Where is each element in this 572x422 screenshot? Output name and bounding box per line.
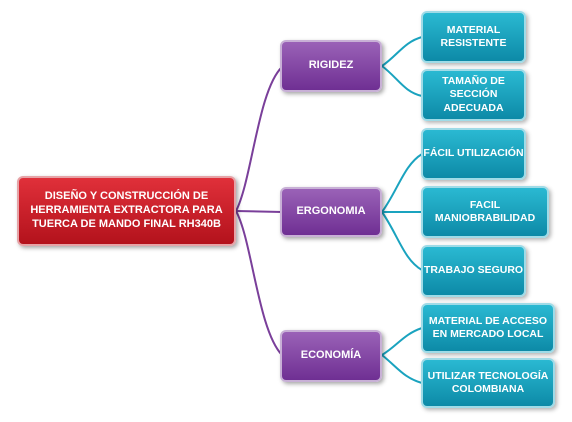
connector-root-economia xyxy=(235,210,283,356)
leaf-label: TAMAÑO DE SECCIÓN ADECUADA xyxy=(442,75,505,114)
leaf-facil-maniobrabilidad: FACIL MANIOBRABILIDAD xyxy=(421,186,549,238)
category-node-rigidez: RIGIDEZ xyxy=(280,40,382,92)
leaf-label: MATERIAL DE ACCESO EN MERCADO LOCAL xyxy=(428,314,548,340)
leaf-label: UTILIZAR TECNOLOGÍA COLOMBIANA xyxy=(427,369,549,395)
connector-root-ergonomia xyxy=(235,210,283,213)
leaf-label: FÁCIL UTILIZACIÓN xyxy=(423,147,524,160)
connector-ergonomia-leaf-1 xyxy=(381,153,423,213)
leaf-tecnologia-colombiana: UTILIZAR TECNOLOGÍA COLOMBIANA xyxy=(421,358,555,408)
leaf-trabajo-seguro: TRABAJO SEGURO xyxy=(421,245,526,297)
category-label-ergonomia: ERGONOMIA xyxy=(296,205,366,218)
leaf-tamano-seccion: TAMAÑO DE SECCIÓN ADECUADA xyxy=(421,69,526,121)
category-node-ergonomia: ERGONOMIA xyxy=(280,187,382,237)
leaf-material-resistente: MATERIAL RESISTENTE xyxy=(421,11,526,63)
leaf-facil-utilizacion: FÁCIL UTILIZACIÓN xyxy=(421,128,526,180)
connector-rigidez-leaf-2 xyxy=(381,65,423,97)
category-label-economia: ECONOMÍA xyxy=(300,349,362,362)
root-node-label: DISEÑO Y CONSTRUCCIÓN DE HERRAMIENTA EXT… xyxy=(30,190,223,230)
category-label-rigidez: RIGIDEZ xyxy=(308,59,354,72)
connector-ergonomia-leaf-3 xyxy=(381,211,423,271)
connector-economia-leaf-2 xyxy=(381,354,423,384)
leaf-material-mercado-local: MATERIAL DE ACCESO EN MERCADO LOCAL xyxy=(421,303,555,353)
category-node-economia: ECONOMÍA xyxy=(280,330,382,382)
root-node: DISEÑO Y CONSTRUCCIÓN DE HERRAMIENTA EXT… xyxy=(17,176,236,246)
connector-economia-leaf-1 xyxy=(381,327,423,356)
connector-root-rigidez xyxy=(235,66,283,212)
leaf-label: TRABAJO SEGURO xyxy=(423,264,524,277)
connector-rigidez-leaf-1 xyxy=(381,36,423,67)
leaf-label: MATERIAL RESISTENTE xyxy=(440,23,507,49)
leaf-label: FACIL MANIOBRABILIDAD xyxy=(434,198,536,224)
